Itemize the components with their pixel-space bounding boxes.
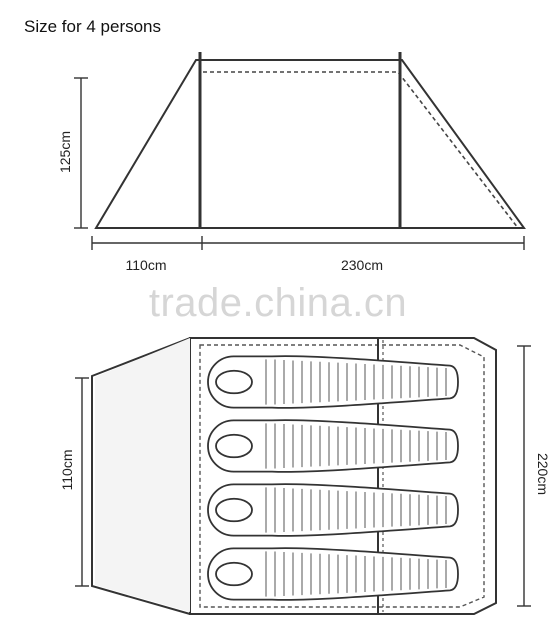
vestibule-outline <box>91 337 191 615</box>
watermark: trade.china.cn <box>149 281 407 325</box>
sleeping-bag <box>207 483 459 537</box>
sleeping-bag-hood <box>215 497 253 523</box>
sleeping-bag-outline <box>207 483 459 537</box>
sleeping-bag <box>207 355 459 409</box>
side-height-label: 125cm <box>57 131 73 173</box>
sleeping-bag-outline <box>207 419 459 473</box>
side-view: 125cm 110cm 230cm <box>57 52 526 273</box>
sleeping-bag-hood <box>215 369 253 395</box>
inner-tent-dashed <box>203 71 519 229</box>
sleeping-bag-outline <box>207 547 459 601</box>
top-vestibule-label: 110cm <box>59 450 75 491</box>
inner-floor-dashed <box>199 344 485 608</box>
sleeping-bag-hood <box>215 433 253 459</box>
side-vestibule-label: 110cm <box>126 257 167 273</box>
vestibule-floor-shade <box>95 338 190 612</box>
sleeping-bag-hood <box>215 561 253 587</box>
page-title: Size for 4 persons <box>24 17 161 36</box>
top-length-label: 220cm <box>535 453 551 495</box>
tent-side-outline <box>94 59 526 229</box>
sleeping-bags <box>207 355 459 601</box>
tent-top-outline <box>189 337 497 615</box>
top-view: 110cm 220cm <box>59 337 551 615</box>
sleeping-bag <box>207 547 459 601</box>
side-inner-label: 230cm <box>341 257 383 273</box>
sleeping-bag <box>207 419 459 473</box>
sleeping-bag-outline <box>207 355 459 409</box>
